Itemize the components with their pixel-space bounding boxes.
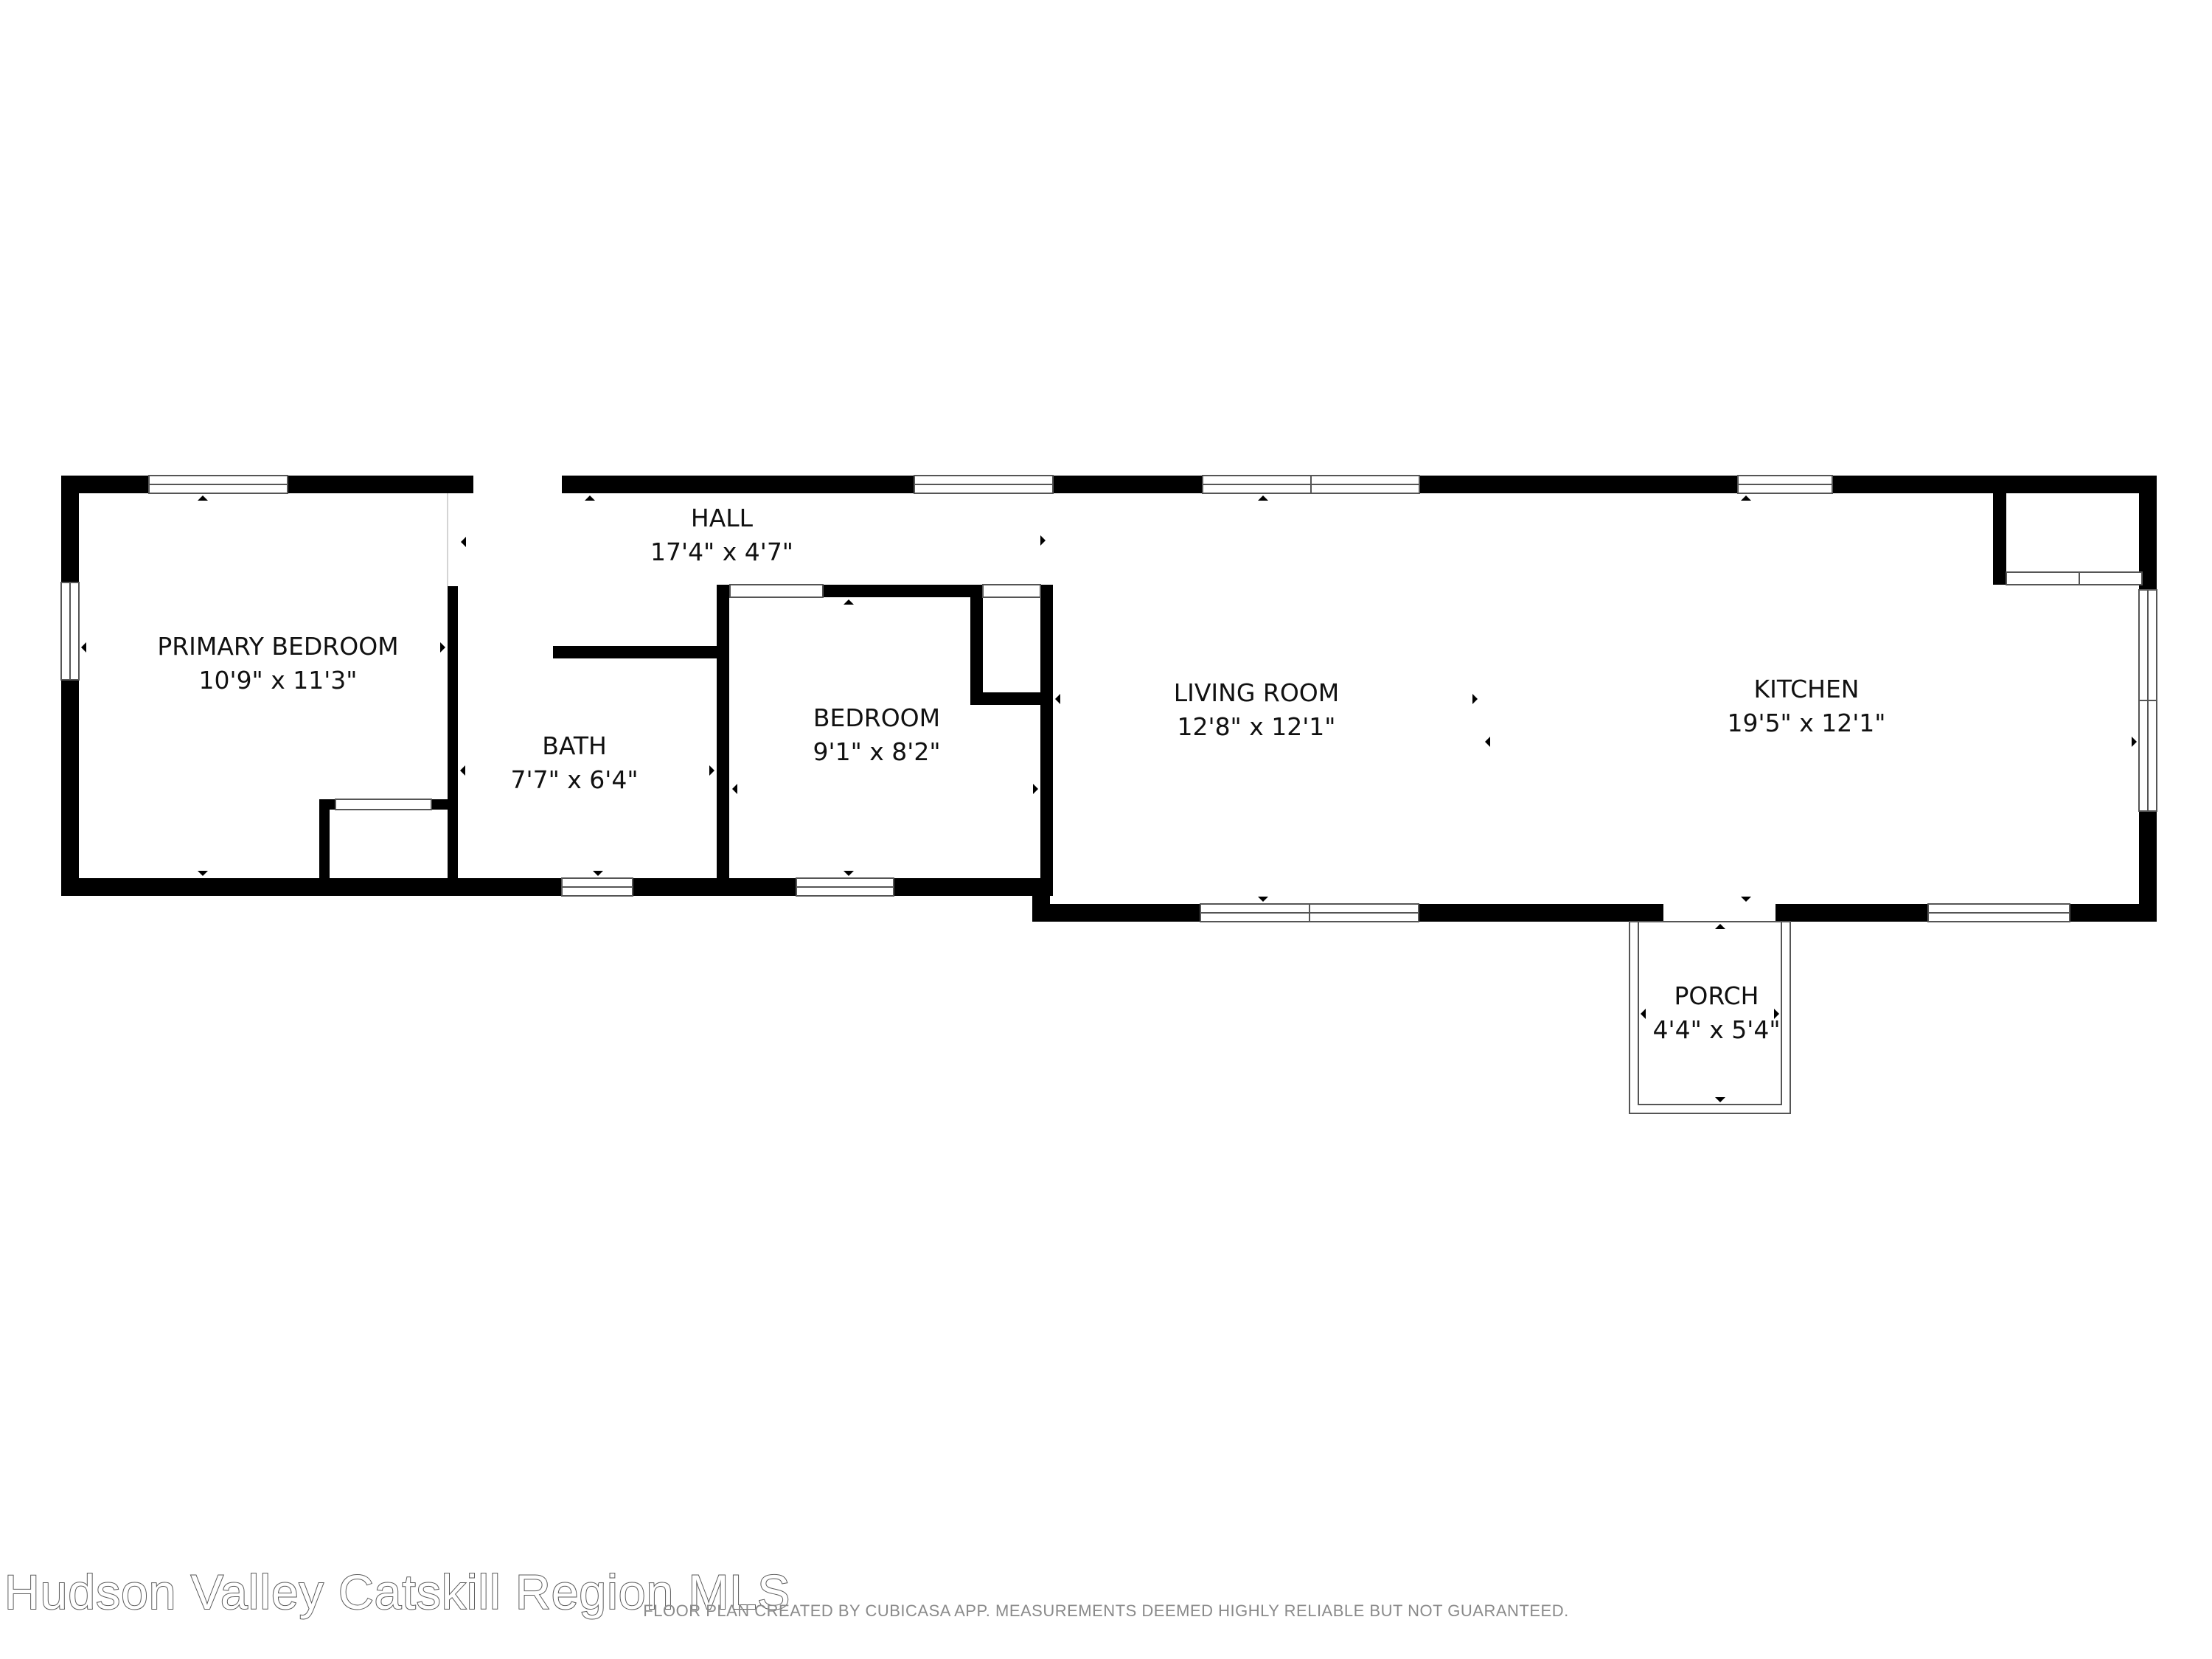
primary-bedroom-partition: [448, 586, 458, 896]
room-name-living-room: LIVING ROOM: [1174, 678, 1340, 707]
dimension-arrow-marker: [1055, 694, 1060, 704]
bedroom-top-wall-left: [717, 585, 730, 597]
door-porch: [1663, 904, 1775, 922]
room-name-bedroom: BEDROOM: [813, 703, 940, 732]
opening-primary-closet: [335, 799, 432, 810]
dimension-arrow-marker: [2132, 737, 2137, 747]
opening-bedroom-closet-top: [982, 584, 1041, 598]
opening-bedroom-top: [729, 584, 824, 598]
dimension-arrow-marker: [1741, 495, 1751, 501]
dimension-arrow-marker: [198, 495, 208, 501]
room-name-hall: HALL: [691, 504, 754, 532]
dimension-arrow-marker: [1741, 897, 1751, 902]
dimension-arrow-marker: [1033, 784, 1038, 794]
bedroom-closet-wall: [970, 585, 983, 705]
dimension-arrow-marker: [460, 765, 465, 776]
room-name-primary-bedroom: PRIMARY BEDROOM: [157, 632, 398, 661]
pantry-wall: [1993, 487, 2006, 585]
room-dimensions-porch: 4'4" x 5'4": [1653, 1015, 1781, 1044]
dimension-arrow-marker: [1715, 1097, 1725, 1102]
bedroom-closet-bottom: [970, 692, 1053, 705]
dimension-arrow-marker: [585, 653, 595, 658]
dimension-arrow-marker: [709, 765, 714, 776]
dimension-arrow-marker: [1715, 924, 1725, 929]
openings: [60, 475, 2157, 922]
door-hall-top: [473, 476, 562, 493]
dimension-arrow-marker: [593, 871, 603, 876]
room-dimensions-bedroom: 9'1" x 8'2": [813, 737, 941, 766]
closet-wall-top-right: [431, 799, 458, 810]
room-labels: HALL 17'4" x 4'7" PRIMARY BEDROOM 10'9" …: [157, 504, 1885, 1044]
bedroom-east-wall: [1040, 585, 1053, 896]
room-name-bath: BATH: [542, 731, 607, 760]
dimension-arrow-marker: [81, 642, 86, 653]
dimension-arrow-marker: [844, 871, 854, 876]
bedroom-top-wall-middle: [823, 585, 970, 597]
room-name-porch: PORCH: [1674, 981, 1759, 1010]
top-wall: [61, 476, 2157, 493]
room-dimensions-primary-bedroom: 10'9" x 11'3": [199, 666, 358, 695]
dimension-markers: [81, 495, 2137, 1102]
dimension-arrow-marker: [844, 599, 854, 605]
room-dimensions-hall: 17'4" x 4'7": [650, 538, 793, 566]
left-wall: [61, 476, 79, 896]
mls-watermark: Hudson Valley Catskill Region MLS: [4, 1565, 790, 1619]
dimension-arrow-marker: [1774, 1009, 1779, 1019]
room-dimensions-bath: 7'7" x 6'4": [511, 765, 639, 794]
dimension-arrow-marker: [1258, 495, 1268, 501]
dimension-arrow-marker: [1485, 737, 1490, 747]
dimension-arrow-marker: [461, 537, 466, 547]
bath-bedroom-partition: [717, 585, 729, 896]
dimension-arrow-marker: [1641, 1009, 1646, 1019]
porch-inner-outline: [1638, 921, 1782, 1105]
bath-stub-wall: [553, 646, 726, 658]
room-name-kitchen: KITCHEN: [1754, 675, 1860, 703]
dimension-arrow-marker: [198, 871, 208, 876]
closet-wall-top-left: [319, 799, 335, 810]
dimension-arrow-marker: [1258, 897, 1268, 902]
dimension-arrow-marker: [1472, 694, 1478, 704]
dimension-arrow-marker: [585, 495, 595, 501]
opening-pantry: [2006, 571, 2143, 585]
dimension-arrow-marker: [1040, 535, 1046, 546]
dimension-arrow-marker: [440, 642, 445, 653]
bottom-wall-west: [61, 878, 1049, 896]
footer-disclaimer: FLOOR PLAN CREATED BY CUBICASA APP. MEAS…: [643, 1601, 1568, 1620]
room-dimensions-living-room: 12'8" x 12'1": [1178, 712, 1336, 741]
room-dimensions-kitchen: 19'5" x 12'1": [1728, 709, 1886, 737]
porch-outline: [1629, 921, 1791, 1114]
dimension-arrow-marker: [732, 784, 737, 794]
closet-wall-left: [319, 799, 330, 896]
